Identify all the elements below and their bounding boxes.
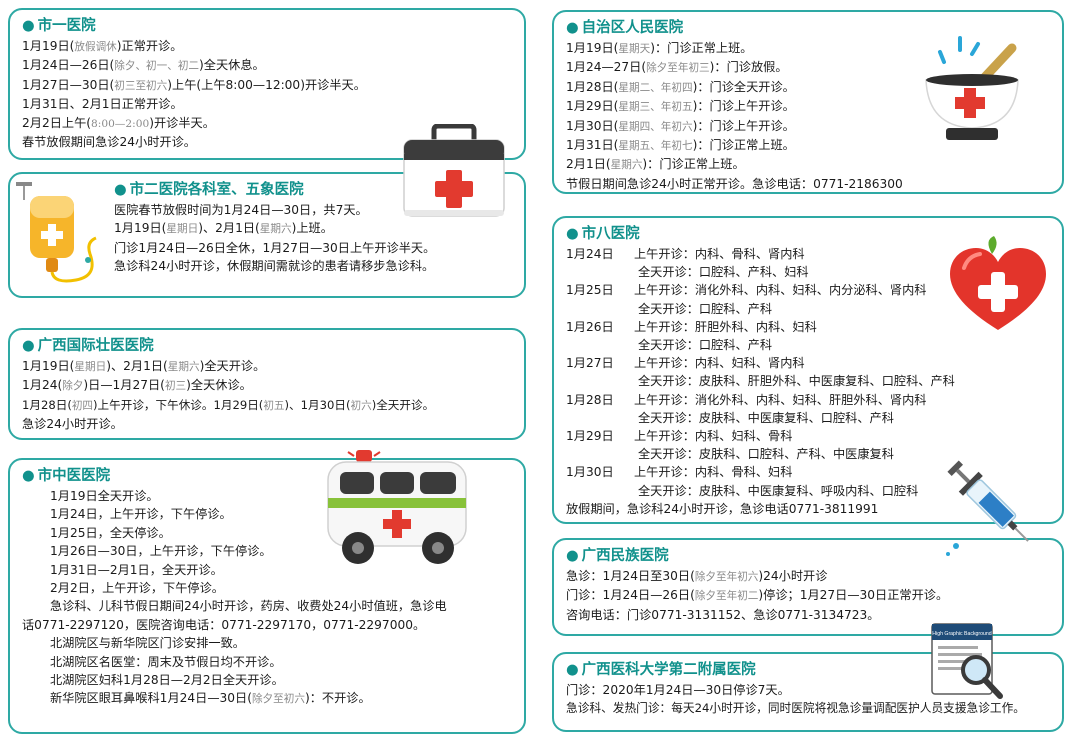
- card-title: ●广西医科大学第二附属医院: [566, 662, 756, 678]
- schedule-line: 1月31日—2月1日，全天开诊。: [50, 562, 223, 577]
- card-title: ●自治区人民医院: [566, 20, 684, 36]
- syringe-icon: [946, 460, 1029, 556]
- schedule-line: 1月31日(星期五、年初七)：门诊正常上班。: [566, 138, 795, 153]
- schedule-row: 全天开诊：口腔科、产科、妇科: [638, 265, 809, 280]
- report-header-text: High Graphic Background: [932, 631, 992, 637]
- schedule-row: 1月25日上午开诊：消化外科、内科、妇科、内分泌科、肾内科: [566, 283, 927, 298]
- schedule-row: 全天开诊：口腔科、产科: [638, 338, 773, 353]
- card-title: ●市一医院: [22, 18, 96, 34]
- schedule-line: 1月29日(星期三、年初五)：门诊上午开诊。: [566, 99, 795, 114]
- card-zi-zhi-qu: ●自治区人民医院 1月19日(星期天)：门诊正常上班。 1月24—27日(除夕至…: [552, 10, 1064, 194]
- schedule-line: 咨询电话：门诊0771-3131152、急诊0771-3134723。: [566, 607, 880, 622]
- schedule-line: 1月24—27日(除夕至年初三)：门诊放假。: [566, 60, 788, 75]
- schedule-row: 1月30日上午开诊：内科、骨科、妇科: [566, 465, 793, 480]
- schedule-line: 1月24(除夕)日—1月27日(初三)全天休诊。: [22, 378, 252, 393]
- schedule-line: 北湖院区与新华院区门诊安排一致。: [50, 636, 245, 651]
- first-aid-kit-icon: [403, 124, 505, 217]
- schedule-row: 1月27日上午开诊：内科、妇科、肾内科: [566, 356, 805, 371]
- schedule-line: 门诊：1月24日—26日(除夕至年初二)停诊；1月27日—30日正常开诊。: [566, 588, 949, 603]
- schedule-line: 1月30日(星期四、年初六)：门诊上午开诊。: [566, 118, 795, 133]
- card-shi-yi: ●市一医院 1月19日(放假调休)正常开诊。 1月24日—26日(除夕、初一、初…: [8, 8, 526, 160]
- schedule-line: 2月2日上午(8:00—2:00)开诊半天。: [22, 115, 215, 130]
- schedule-line: 1月28日(初四)上午开诊，下午休诊。1月29日(初五)、1月30日(初六)全天…: [22, 397, 435, 412]
- schedule-line: 1月19日(放假调休)正常开诊。: [22, 39, 183, 53]
- schedule-row: 1月29日上午开诊：内科、妇科、骨科: [566, 429, 793, 444]
- schedule-row: 全天开诊：皮肤科、口腔科、产科、中医康复科: [638, 447, 894, 462]
- schedule-line: 1月24日，上午开诊，下午停诊。: [50, 507, 232, 522]
- schedule-row: 全天开诊：口腔科、产科: [638, 301, 773, 316]
- schedule-line: 急诊科24小时开诊，休假期间需就诊的患者请移步急诊科。: [114, 259, 435, 274]
- schedule-line: 急诊科、儿科节假日期间24小时开诊，药房、收费处24小时值班，急诊电: [50, 599, 447, 614]
- card-title: ●市中医医院: [22, 468, 111, 484]
- schedule-line: 春节放假期间急诊24小时开诊。: [22, 135, 196, 150]
- schedule-line: 2月2日，上午开诊，下午停诊。: [50, 581, 224, 596]
- schedule-line: 新华院区眼耳鼻喉科1月24日—30日(除夕至初六)：不开诊。: [50, 691, 371, 706]
- schedule-row: 1月28日上午开诊：消化外科、内科、妇科、肝胆外科、肾内科: [566, 392, 927, 407]
- schedule-line: 话0771-2297120，医院咨询电话：0771-2297170，0771-2…: [22, 617, 426, 632]
- schedule-row: 全天开诊：皮肤科、中医康复科、口腔科、产科: [638, 410, 894, 425]
- magnifier-report-icon: High Graphic Background: [931, 623, 1003, 699]
- heart-apple-icon: [950, 236, 1046, 330]
- schedule-line: 1月24日—26日(除夕、初一、初二)全天休息。: [22, 58, 265, 73]
- ambulance-icon: [327, 450, 467, 564]
- schedule-line: 1月25日，全天停诊。: [50, 525, 171, 540]
- schedule-line: 急诊科、发热门诊：每天24小时开诊，同时医院将视急诊量调配医护人员支援急诊工作。: [566, 701, 1025, 716]
- schedule-line: 1月28日(星期二、年初四)：门诊全天开诊。: [566, 79, 795, 94]
- schedule-line: 1月19日(星期日)、2月1日(星期六)上班。: [114, 221, 333, 236]
- schedule-line: 急诊：1月24日至30日(除夕至年初六)24小时开诊: [566, 569, 828, 583]
- card-min-zu: ●广西民族医院 急诊：1月24日至30日(除夕至年初六)24小时开诊 门诊：1月…: [552, 538, 1064, 636]
- schedule-line: 1月27日—30日(初三至初六)上午(上午8:00—12:00)开诊半天。: [22, 77, 366, 92]
- schedule-line: 门诊：2020年1月24日—30日停诊7天。: [566, 683, 790, 697]
- schedule-line: 节假日期间急诊24小时正常开诊。急诊电话：0771-2186300: [566, 176, 903, 191]
- schedule-line: 1月19日全天开诊。: [50, 489, 159, 503]
- card-title: ●广西民族医院: [566, 548, 669, 564]
- schedule-line: 1月19日(星期日)、2月1日(星期六)全天开诊。: [22, 359, 266, 373]
- card-title: ●市八医院: [566, 226, 640, 242]
- schedule-row: 1月24日上午开诊：内科、骨科、肾内科: [566, 247, 805, 261]
- schedule-row: 全天开诊：皮肤科、肝胆外科、中医康复科、口腔科、产科: [638, 374, 955, 389]
- card-title: ●广西国际壮医医院: [22, 338, 154, 354]
- iv-drip-icon: [16, 182, 97, 283]
- schedule-row: 1月26日上午开诊：肝胆外科、内科、妇科: [566, 319, 817, 334]
- schedule-line: 放假期间，急诊科24小时开诊，急诊电话0771-3811991: [566, 501, 879, 516]
- card-title: ●市二医院各科室、五象医院: [114, 182, 304, 198]
- schedule-line: 北湖院区妇科1月28日—2月2日全天开诊。: [50, 673, 284, 688]
- schedule-line: 1月31日、2月1日正常开诊。: [22, 97, 183, 112]
- schedule-line: 北湖院区名医堂：周末及节假日均不开诊。: [50, 654, 282, 669]
- mortar-bowl-icon: [925, 36, 1019, 140]
- schedule-line: 1月19日(星期天)：门诊正常上班。: [566, 41, 753, 55]
- schedule-line: 急诊24小时开诊。: [22, 417, 123, 432]
- schedule-row: 全天开诊：皮肤科、中医康复科、呼吸内科、口腔科: [638, 483, 919, 498]
- schedule-line: 医院春节放假时间为1月24日—30日，共7天。: [114, 203, 368, 217]
- schedule-line: 门诊1月24日—26日全休，1月27日—30日上午开诊半天。: [114, 240, 436, 255]
- card-zhuang-yi: ●广西国际壮医医院 1月19日(星期日)、2月1日(星期六)全天开诊。 1月24…: [8, 328, 526, 440]
- schedule-line: 1月26日—30日，上午开诊，下午停诊。: [50, 544, 272, 559]
- schedule-line: 2月1日(星期六)：门诊正常上班。: [566, 157, 745, 172]
